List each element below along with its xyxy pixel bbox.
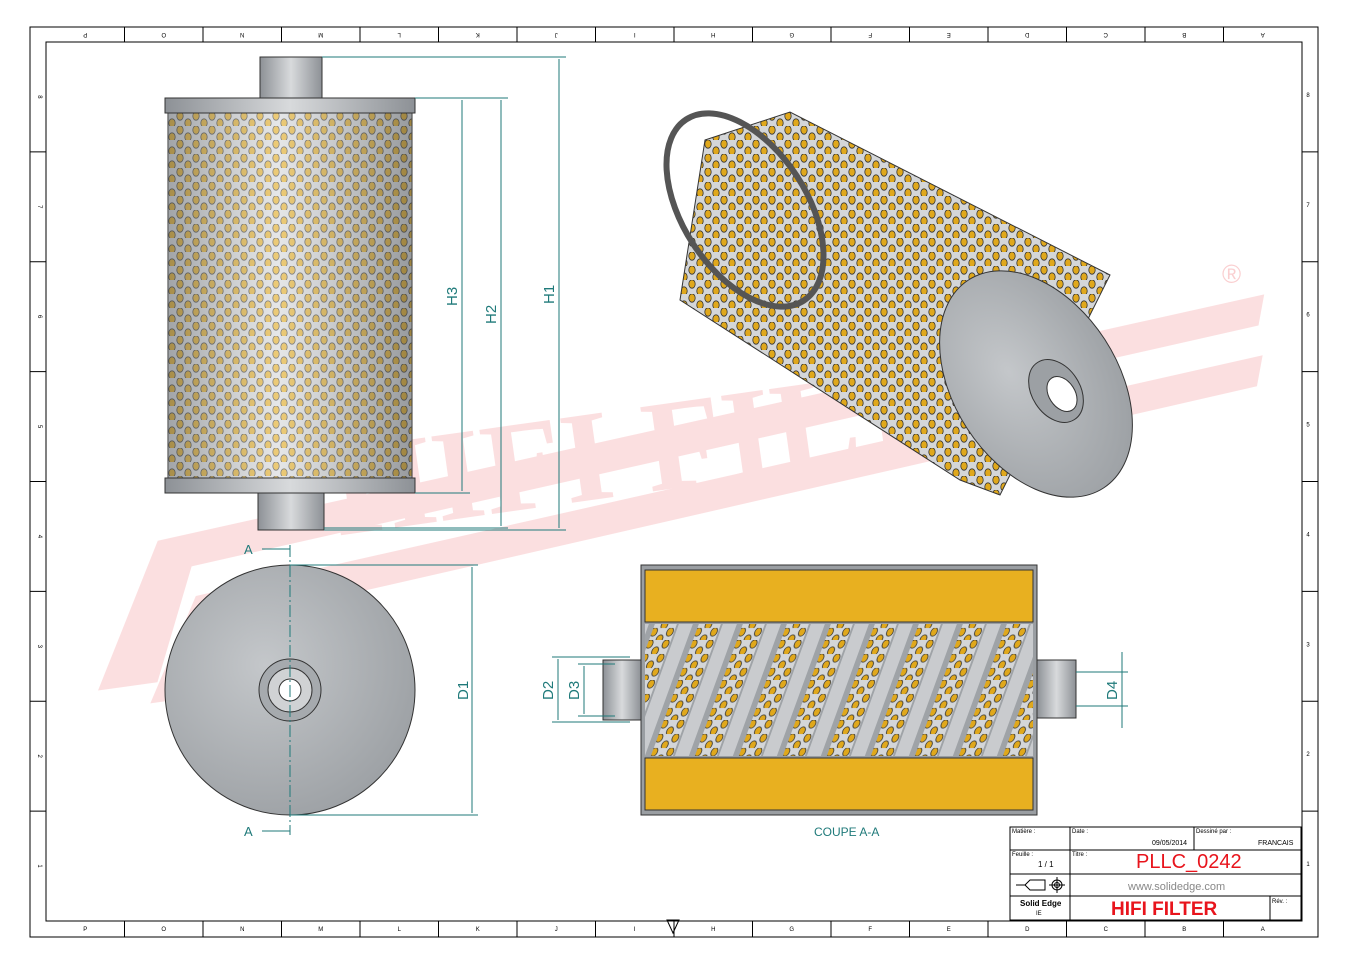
drawn-by-label: Dessiné par : — [1196, 829, 1232, 835]
zone-label-top: D — [1024, 31, 1029, 37]
zone-label-right: 8 — [1306, 93, 1310, 99]
zone-label-right: 3 — [1306, 642, 1310, 648]
zone-markers: P P O O N N M M L L K K J J I I H H G G F F E E D D C C B B A A 8 8 7 7 6 6 5 5… — [30, 27, 1318, 937]
zone-label-right: 4 — [1306, 532, 1310, 538]
zone-label-top: O — [161, 31, 166, 37]
zone-label-top: E — [947, 31, 951, 37]
bottom-view — [164, 545, 478, 835]
zone-label-bottom: A — [1261, 927, 1265, 933]
section-mark-bottom: A — [244, 824, 253, 839]
zone-label-bottom: G — [789, 927, 794, 933]
dim-d1: D1 — [455, 681, 472, 700]
zone-label-left: 2 — [36, 755, 42, 759]
date-value: 09/05/2014 — [1152, 840, 1187, 847]
zone-label-top: K — [476, 31, 480, 37]
sheet-label: Feuille : — [1012, 852, 1033, 858]
zone-label-left: 1 — [36, 864, 42, 868]
zone-label-bottom: K — [476, 927, 480, 933]
zone-label-right: 2 — [1306, 752, 1310, 758]
zone-label-top: I — [634, 31, 636, 37]
projection-symbol-icon — [1016, 877, 1065, 893]
zone-label-bottom: D — [1025, 927, 1030, 933]
section-mark-top: A — [244, 542, 253, 557]
zone-label-left: 4 — [36, 535, 42, 539]
software-sub: IE — [1036, 911, 1042, 917]
zone-label-right: 6 — [1306, 313, 1310, 319]
isometric-view — [663, 110, 1133, 498]
matiere-label: Matière : — [1012, 829, 1036, 835]
website: www.solidedge.com — [1127, 881, 1225, 893]
zone-label-bottom: O — [161, 927, 166, 933]
center-mark-icon — [666, 919, 680, 935]
sheet-value: 1 / 1 — [1038, 860, 1054, 869]
dim-d3: D3 — [566, 681, 583, 700]
front-dimensions — [322, 56, 566, 531]
dim-d4: D4 — [1104, 681, 1121, 700]
zone-label-right: 5 — [1306, 423, 1310, 429]
rev-label: Rév. : — [1272, 899, 1288, 905]
zone-label-bottom: E — [947, 927, 951, 933]
zone-label-top: F — [868, 31, 872, 37]
zone-label-left: 5 — [36, 425, 42, 429]
zone-label-bottom: N — [240, 927, 244, 933]
zone-label-left: 3 — [36, 645, 42, 649]
zone-label-left: 6 — [36, 315, 42, 319]
zone-label-bottom: J — [555, 927, 558, 933]
title-label: Titre : — [1072, 852, 1087, 858]
dim-h2: H2 — [483, 305, 500, 324]
dim-h1: H1 — [541, 285, 558, 304]
zone-label-left: 7 — [36, 205, 42, 209]
zone-label-left: 8 — [36, 95, 42, 99]
date-label: Date : — [1072, 829, 1088, 835]
dim-d2: D2 — [540, 681, 557, 700]
zone-label-bottom: F — [868, 927, 872, 933]
zone-label-bottom: C — [1104, 927, 1109, 933]
zone-label-top: G — [789, 31, 794, 37]
zone-label-top: J — [555, 31, 558, 37]
section-dimensions — [552, 652, 1128, 728]
zone-label-top: C — [1103, 31, 1108, 37]
zone-label-top: A — [1261, 31, 1265, 37]
zone-label-bottom: H — [711, 927, 715, 933]
zone-label-bottom: B — [1182, 927, 1186, 933]
zone-label-bottom: I — [634, 927, 636, 933]
title-block: Matière : Date : 09/05/2014 Dessiné par … — [1009, 826, 1302, 921]
zone-label-top: B — [1182, 31, 1186, 37]
zone-label-bottom: L — [398, 927, 402, 933]
zone-label-top: P — [83, 31, 87, 37]
zone-label-top: H — [711, 31, 715, 37]
watermark-registered: ® — [1222, 259, 1241, 289]
zone-label-top: N — [240, 31, 244, 37]
section-view — [602, 564, 1077, 816]
zone-label-top: L — [397, 31, 401, 37]
zone-label-bottom: M — [318, 927, 323, 933]
dim-h3: H3 — [444, 287, 461, 306]
zone-label-right: 1 — [1306, 862, 1310, 868]
drawing-title: PLLC_0242 — [1136, 851, 1242, 873]
company-name: HIFI FILTER — [1111, 899, 1218, 920]
section-caption: COUPE A-A — [814, 825, 879, 839]
zone-label-right: 7 — [1306, 203, 1310, 209]
drawn-by-value: FRANCAIS — [1258, 840, 1294, 847]
zone-label-bottom: P — [83, 927, 87, 933]
software-name: Solid Edge — [1020, 899, 1062, 908]
front-view — [164, 56, 416, 531]
zone-label-top: M — [318, 31, 323, 37]
